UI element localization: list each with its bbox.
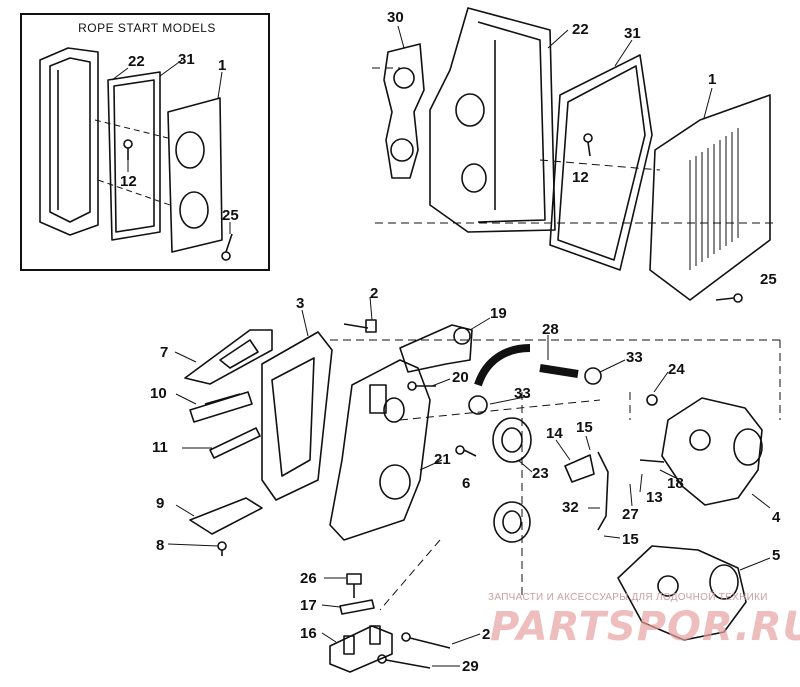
top-leader-lines xyxy=(372,67,775,224)
callout-26: 26 xyxy=(300,570,317,587)
bolt-29 xyxy=(377,654,431,669)
inset-cover-22 xyxy=(39,47,99,236)
callout-6: 6 xyxy=(462,475,471,492)
cover-22 xyxy=(429,7,556,233)
screw-8 xyxy=(217,541,227,556)
inset-screw-12 xyxy=(123,139,133,160)
callout-4: 4 xyxy=(772,509,781,526)
callout-8: 8 xyxy=(156,537,165,554)
bracket-16 xyxy=(329,625,393,673)
screw-12 xyxy=(583,133,593,157)
callout-33-right: 33 xyxy=(626,349,643,366)
callout-3: 3 xyxy=(296,295,305,312)
callout-5: 5 xyxy=(772,547,781,564)
callout-29: 29 xyxy=(462,658,479,675)
watermark-text: ЗАПЧАСТИ И АКСЕССУАРЫ ДЛЯ ЛОДОЧНОЙ ТЕХНИ… xyxy=(488,592,768,603)
reed-stop-11 xyxy=(209,427,261,459)
reed-block-7 xyxy=(184,329,273,385)
callout-7: 7 xyxy=(160,344,169,361)
callout-20: 20 xyxy=(452,369,469,386)
rope-start-inset: ROPE START MODELS xyxy=(20,13,270,271)
inset-callout-12: 12 xyxy=(120,173,137,190)
callout-15-bottom: 15 xyxy=(622,531,639,548)
inset-plate-1 xyxy=(167,97,223,253)
callout-21: 21 xyxy=(434,451,451,468)
callout-30: 30 xyxy=(387,9,404,26)
bolt-26 xyxy=(346,573,362,598)
inset-gasket-31 xyxy=(107,71,161,241)
inset-callout-31: 31 xyxy=(178,51,195,68)
callout-32: 32 xyxy=(562,499,579,516)
bolt-2-bottom xyxy=(401,632,451,649)
gasket-23 xyxy=(492,417,532,543)
bolt-2-top xyxy=(343,319,377,333)
callout-25: 25 xyxy=(760,271,777,288)
linkage-arm-19 xyxy=(399,324,473,373)
callout-9: 9 xyxy=(156,495,165,512)
plate-9 xyxy=(189,497,263,535)
callout-27: 27 xyxy=(622,506,639,523)
clamp-33 xyxy=(468,367,602,415)
callout-31: 31 xyxy=(624,25,641,42)
callout-2-bottom: 2 xyxy=(482,626,491,643)
callout-24: 24 xyxy=(668,361,685,378)
inset-title: ROPE START MODELS xyxy=(78,21,216,35)
gasket-31 xyxy=(549,54,653,271)
callout-28: 28 xyxy=(542,321,559,338)
carburetor-4 xyxy=(639,394,763,506)
shim-17 xyxy=(339,599,375,615)
callout-13: 13 xyxy=(646,489,663,506)
intake-manifold-21 xyxy=(329,359,431,541)
callout-12: 12 xyxy=(572,169,589,186)
inset-screw-25 xyxy=(221,233,233,261)
screw-25 xyxy=(715,293,743,303)
callout-2-top: 2 xyxy=(370,285,379,302)
callout-15-top: 15 xyxy=(576,419,593,436)
screw-6 xyxy=(455,445,477,457)
screw-20 xyxy=(407,381,436,391)
callout-22: 22 xyxy=(572,21,589,38)
callout-16: 16 xyxy=(300,625,317,642)
callout-14: 14 xyxy=(546,425,563,442)
callout-17: 17 xyxy=(300,597,317,614)
assembly-lines xyxy=(330,339,781,611)
reed-petal-10 xyxy=(189,391,253,423)
callout-23: 23 xyxy=(532,465,549,482)
callout-33-left: 33 xyxy=(514,385,531,402)
hose-28 xyxy=(474,344,579,387)
inset-callout-25: 25 xyxy=(222,207,239,224)
inset-callout-22: 22 xyxy=(128,53,145,70)
callout-10: 10 xyxy=(150,385,167,402)
callout-19: 19 xyxy=(490,305,507,322)
callout-1: 1 xyxy=(708,71,717,88)
carburetor-5 xyxy=(617,545,747,641)
inset-leader-lines xyxy=(94,119,171,206)
gasket-30 xyxy=(383,43,425,179)
callout-leader-lines xyxy=(111,25,771,667)
gasket-3 xyxy=(261,331,333,501)
plate-1 xyxy=(649,94,771,301)
callout-11: 11 xyxy=(152,439,168,456)
rod-32 xyxy=(597,451,609,531)
callout-18: 18 xyxy=(667,475,684,492)
linkage-14 xyxy=(564,454,595,483)
inset-callout-1: 1 xyxy=(218,57,227,74)
watermark-logo: PARTSPOR.RU xyxy=(490,604,800,650)
